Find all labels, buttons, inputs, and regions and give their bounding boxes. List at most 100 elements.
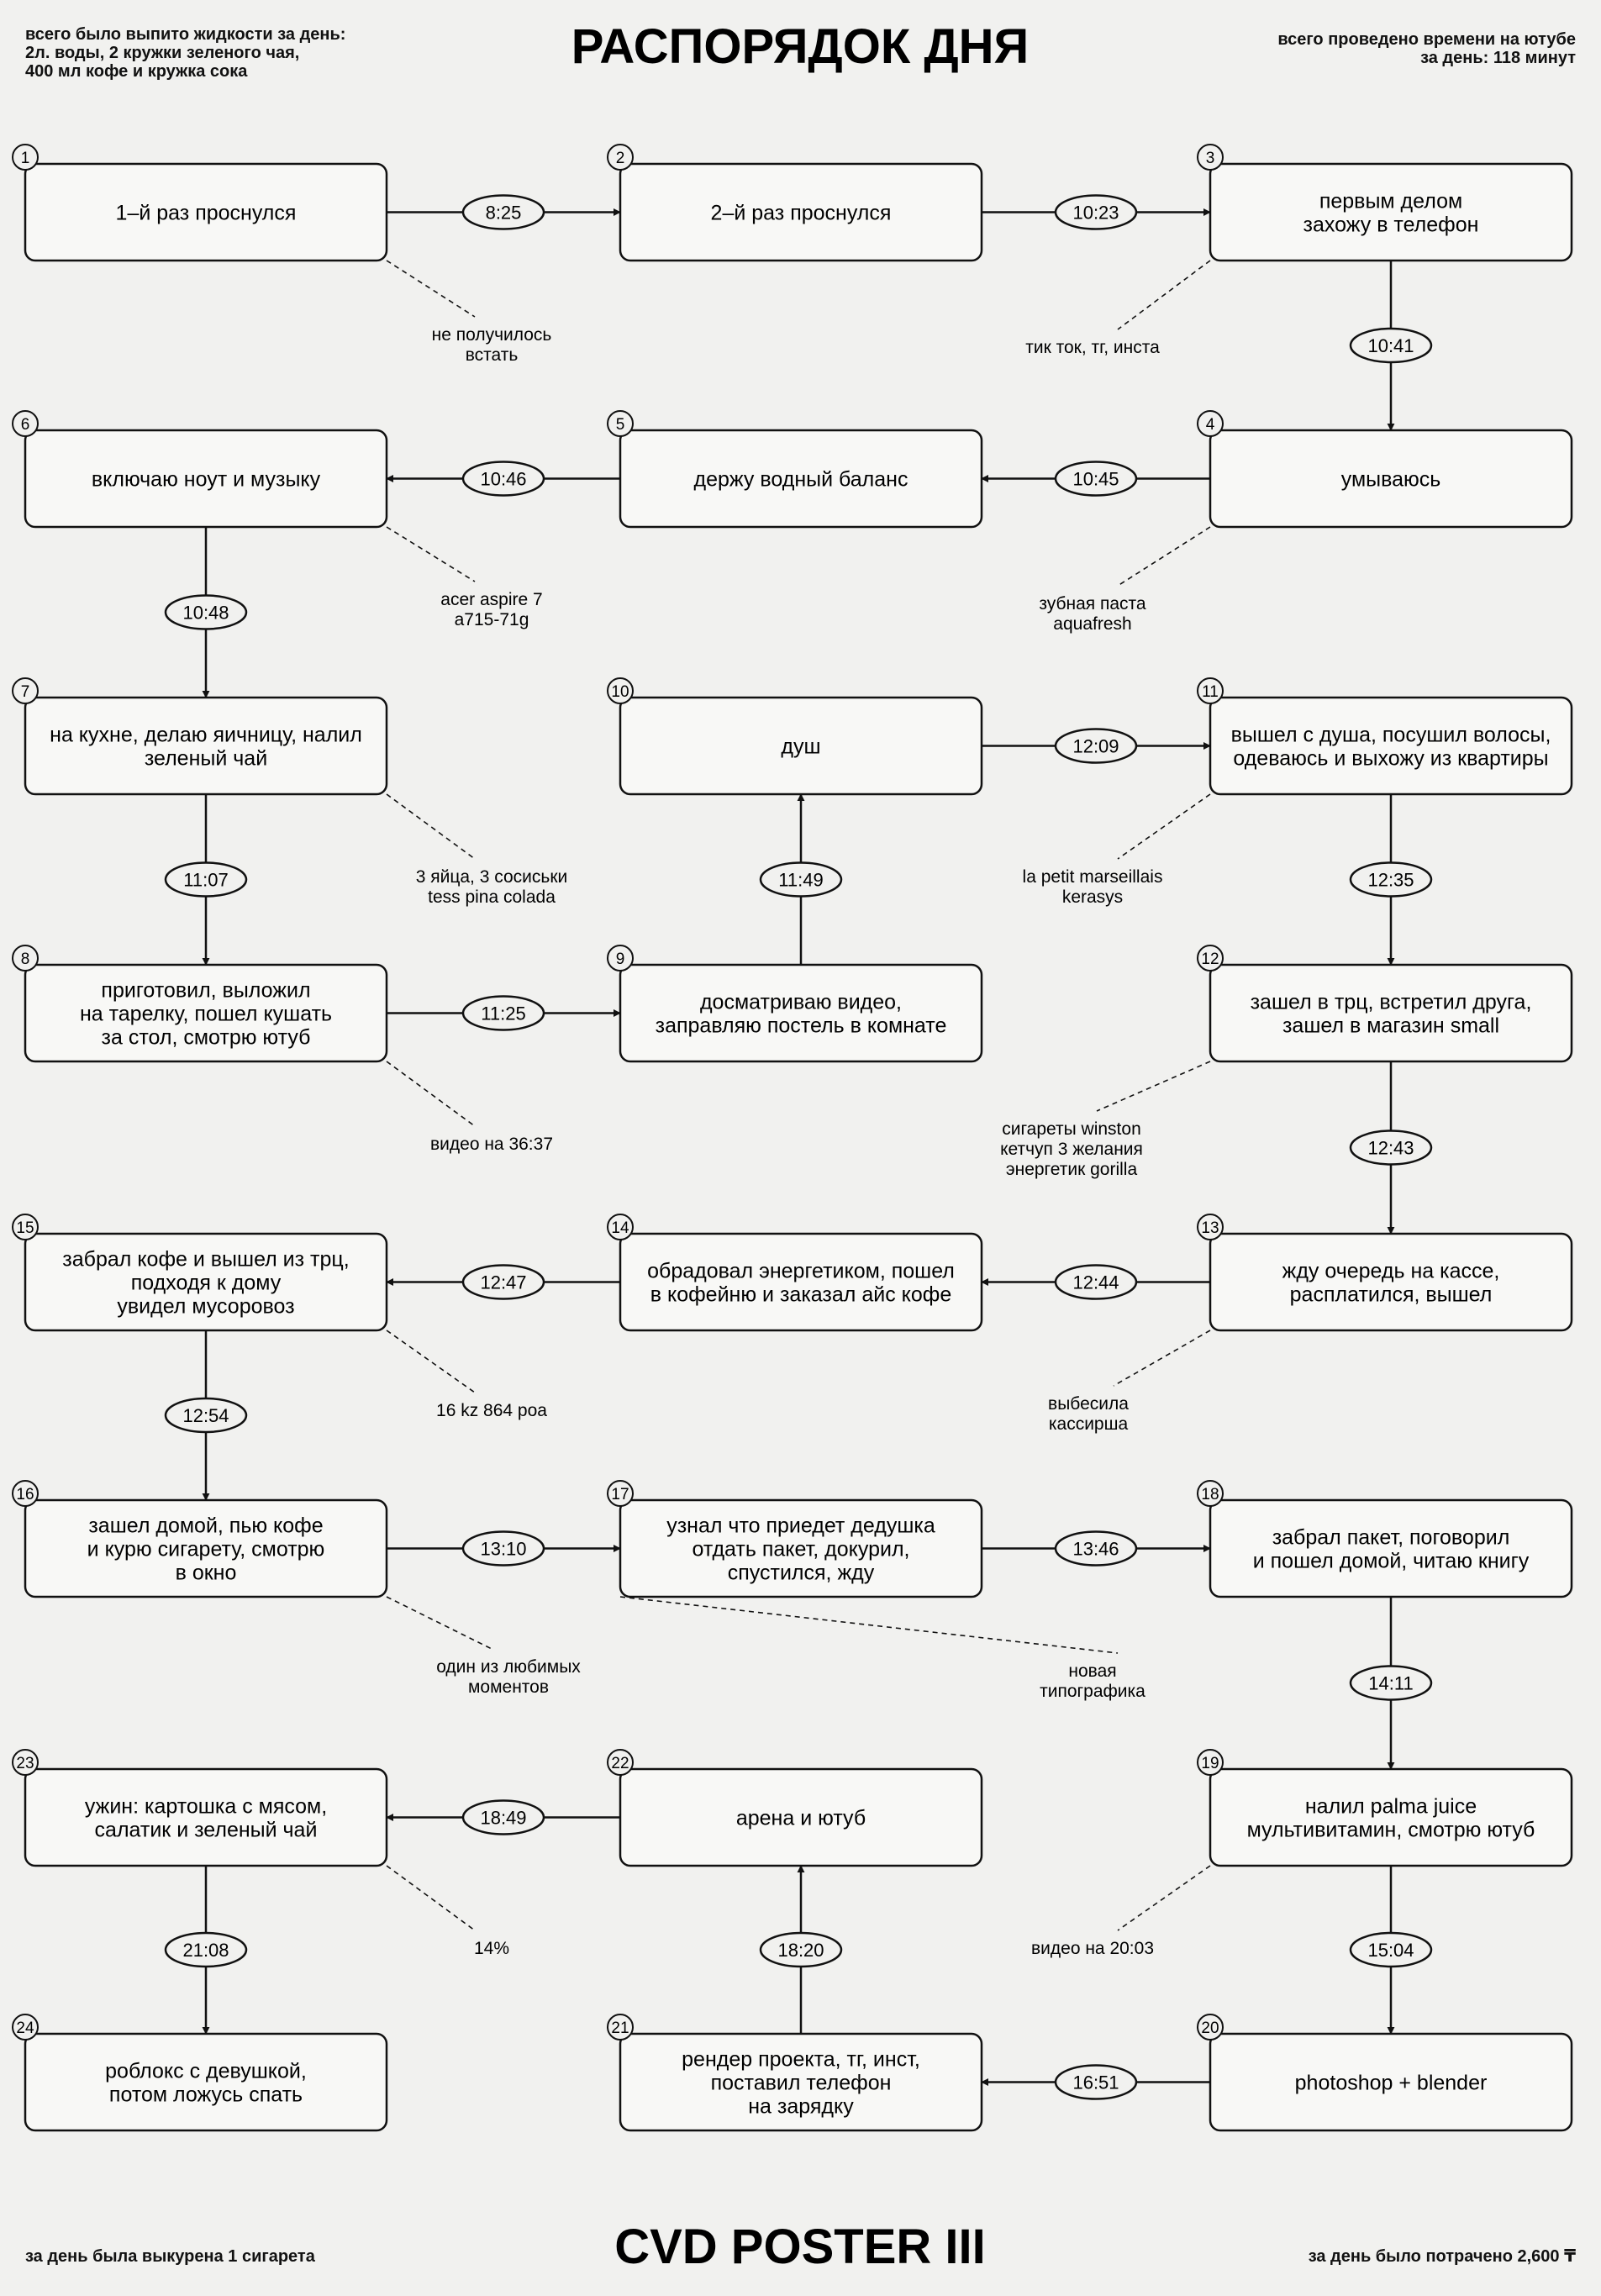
note-text: встать (466, 345, 519, 365)
time-pill: 12:43 (1349, 1130, 1433, 1166)
note-text: сигареты winston (1002, 1119, 1141, 1139)
time-pill: 16:51 (1054, 2064, 1138, 2100)
time-pill-frame (759, 1931, 843, 1968)
note-leader (386, 1330, 476, 1393)
cigarettes-summary: за день была выкурена 1 сигарета (25, 2247, 315, 2266)
step-label: и курю сигарету, смотрю (87, 1538, 325, 1561)
note-leader (386, 1865, 476, 1931)
note-leader (386, 1596, 492, 1650)
step-frame (619, 696, 983, 796)
time-label: 11:07 (183, 870, 228, 891)
time-label: 16:51 (1072, 2072, 1119, 2093)
step-number-badge (607, 677, 634, 704)
time-label: 10:45 (1072, 469, 1119, 490)
step-frame (1209, 1232, 1573, 1332)
note-text: выбесила (1048, 1394, 1129, 1414)
time-pill: 11:07 (164, 861, 248, 898)
step-number: 19 (1201, 1755, 1219, 1772)
note-text: la petit marseillais (1023, 867, 1163, 887)
time-pill-frame (164, 1931, 248, 1968)
step-label: на кухне, делаю яичницу, налил (50, 724, 362, 747)
time-pill: 21:08 (164, 1931, 248, 1968)
step-label: узнал что приедет дедушка (666, 1514, 935, 1538)
step-label: обрадовал энергетиком, пошел (647, 1260, 955, 1283)
time-label: 12:47 (480, 1272, 526, 1293)
step-number: 6 (21, 416, 30, 434)
time-pill: 12:09 (1054, 728, 1138, 764)
step-label: за стол, смотрю ютуб (102, 1026, 311, 1050)
step-number-badge (12, 677, 39, 704)
step-label: зашел в магазин small (1282, 1014, 1499, 1038)
step-number: 13 (1201, 1219, 1219, 1237)
step-number-badge (1197, 1480, 1224, 1507)
note-leader (1117, 526, 1211, 587)
step-number-badge (1197, 410, 1224, 437)
time-pill-frame (461, 194, 545, 230)
step-label: забрал пакет, поговорил (1272, 1526, 1510, 1550)
youtube-line: всего проведено времени на ютубе (1277, 30, 1576, 49)
time-pill-frame (461, 461, 545, 497)
step-frame (24, 1232, 388, 1332)
time-pill: 11:25 (461, 995, 545, 1031)
step-number: 10 (611, 683, 629, 701)
note-leader (386, 793, 476, 860)
time-label: 12:35 (1367, 870, 1414, 891)
step-number: 4 (1206, 416, 1215, 434)
step-number: 5 (616, 416, 625, 434)
step-label: заправляю постель в комнате (656, 1014, 947, 1038)
step-label: вышел с душа, посушил волосы, (1231, 724, 1551, 747)
time-pill-frame (1349, 1931, 1433, 1968)
note-text: tess pina colada (428, 887, 556, 907)
time-label: 13:46 (1072, 1539, 1119, 1560)
step-frame (24, 162, 388, 262)
time-label: 11:25 (481, 1003, 525, 1024)
step-number: 20 (1201, 2020, 1219, 2037)
time-label: 11:49 (778, 870, 823, 891)
step-label: зашел в трц, встретил друга, (1251, 991, 1532, 1014)
step-label: зашел домой, пью кофе (88, 1514, 323, 1538)
note-leader (1117, 793, 1211, 860)
step-frame (24, 963, 388, 1063)
time-label: 21:08 (182, 1940, 229, 1961)
time-label: 12:09 (1072, 736, 1119, 757)
note-text: 3 яйца, 3 сосиськи (416, 867, 568, 887)
time-pill-frame (461, 1530, 545, 1567)
step-frame (1209, 162, 1573, 262)
step-number-badge (12, 1214, 39, 1240)
step-frame (24, 429, 388, 529)
note-leader (619, 1596, 1119, 1654)
note-text: новая (1068, 1661, 1116, 1681)
time-pill: 12:54 (164, 1397, 248, 1434)
step-number-badge (1197, 1214, 1224, 1240)
step-label: зеленый чай (145, 747, 267, 771)
note-text: 16 kz 864 poa (436, 1401, 547, 1420)
note-text: видео на 36:37 (430, 1135, 553, 1154)
note-text: моментов (468, 1677, 549, 1697)
step-number: 18 (1201, 1486, 1219, 1503)
step-frame (619, 1232, 983, 1332)
step-number-badge (12, 945, 39, 972)
note-leader (386, 1061, 476, 1127)
time-pill: 10:41 (1349, 327, 1433, 364)
note-text: типографика (1040, 1682, 1145, 1701)
youtube-line: за день: 118 минут (1420, 49, 1576, 67)
step-number: 8 (21, 951, 30, 968)
time-pill: 10:46 (461, 461, 545, 497)
step-label: одеваюсь и выхожу из квартиры (1233, 747, 1548, 771)
note-text: кетчуп 3 желания (1000, 1140, 1143, 1159)
note-leader (1117, 260, 1211, 330)
step-number-badge (607, 410, 634, 437)
time-label: 13:10 (480, 1539, 526, 1560)
step-number-badge (607, 144, 634, 171)
time-pill: 18:20 (759, 1931, 843, 1968)
